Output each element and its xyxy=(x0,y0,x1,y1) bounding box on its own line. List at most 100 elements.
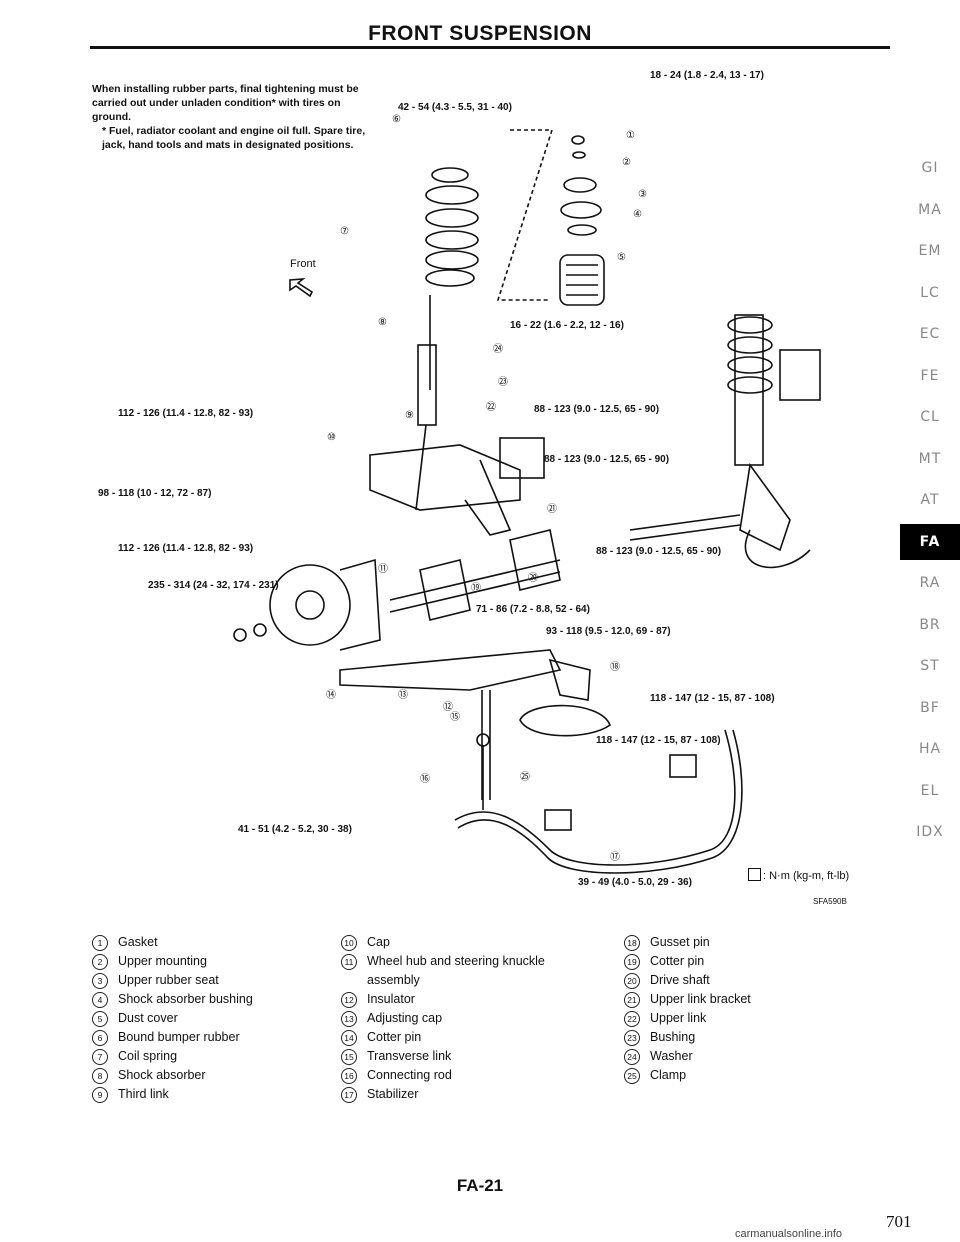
legend-number: 1 xyxy=(92,935,108,951)
section-tab-br[interactable]: BR xyxy=(919,616,941,633)
legend-item: 2 Upper mounting xyxy=(92,952,318,971)
suspension-diagram: ① ② ③ ④ ⑤ ⑥ ⑦ ⑧ ⑨ ⑩ ⑪ ⑫ ⑬ ⑭ ⑮ ⑯ ⑰ ⑱ ⑲ ⑳ … xyxy=(233,114,821,874)
page-code: FA-21 xyxy=(456,1176,504,1195)
legend-number: 5 xyxy=(92,1011,108,1027)
torque-spec: 118 - 147 (12 - 15, 87 - 108) xyxy=(650,693,775,704)
torque-spec: 71 - 86 (7.2 - 8.8, 52 - 64) xyxy=(476,604,590,615)
torque-spec: 88 - 123 (9.0 - 12.5, 65 - 90) xyxy=(596,546,722,557)
legend-number: 12 xyxy=(341,992,357,1008)
torque-spec: 88 - 123 (9.0 - 12.5, 65 - 90) xyxy=(544,454,670,465)
section-tab-lc[interactable]: LC xyxy=(920,284,940,301)
torque-spec: 112 - 126 (11.4 - 12.8, 82 - 93) xyxy=(118,408,254,419)
upper-link-drawing xyxy=(369,437,545,536)
svg-text:⑤: ⑤ xyxy=(617,252,626,263)
svg-text:⑪: ⑪ xyxy=(378,563,388,575)
section-tab-mt[interactable]: MT xyxy=(918,450,942,467)
svg-text:⑭: ⑭ xyxy=(326,689,336,701)
legend-label: Coil spring xyxy=(118,1049,178,1063)
section-tab-ma[interactable]: MA xyxy=(918,201,942,218)
legend-label: Insulator xyxy=(367,992,415,1006)
legend-number: 22 xyxy=(624,1011,640,1027)
legend-item: 22 Upper link xyxy=(624,1009,850,1028)
svg-text:㉑: ㉑ xyxy=(547,503,557,515)
legend-label: Shock absorber xyxy=(118,1068,206,1082)
legend-label: Upper link xyxy=(650,1011,707,1025)
note-line-1: When installing rubber parts, final tigh… xyxy=(92,83,359,123)
section-tab-fa[interactable]: FA xyxy=(900,523,960,560)
section-tab-em[interactable]: EM xyxy=(918,243,942,259)
strut-assembly-drawing xyxy=(629,314,821,569)
torque-spec: 98 - 118 (10 - 12, 72 - 87) xyxy=(98,488,212,499)
legend-item: 12 Insulator xyxy=(341,990,567,1009)
svg-text:㉓: ㉓ xyxy=(498,376,508,388)
torque-spec: 42 - 54 (4.3 - 5.5, 31 - 40) xyxy=(398,102,512,113)
legend-number: 17 xyxy=(341,1087,357,1103)
torque-spec: 88 - 123 (9.0 - 12.5, 65 - 90) xyxy=(534,404,660,415)
front-label: Front xyxy=(290,258,316,270)
wheel-hub-drawing xyxy=(233,558,381,651)
legend-label: Bushing xyxy=(650,1030,696,1044)
section-tab-gi[interactable]: GI xyxy=(921,160,939,176)
section-tab-ha[interactable]: HA xyxy=(918,741,942,757)
legend-number: 21 xyxy=(624,992,640,1008)
wrench-icon xyxy=(748,868,761,881)
svg-text:⑰: ⑰ xyxy=(610,851,620,863)
legend-label: Gusset pin xyxy=(650,935,710,949)
section-index: GI MA EM LC EC FE CL MT AT FA RA BR ST BF HA EL IDX xyxy=(900,150,960,856)
svg-text:㉕: ㉕ xyxy=(520,771,530,783)
svg-text:⑯: ⑯ xyxy=(420,773,430,785)
legend-label: Cotter pin xyxy=(367,1030,422,1044)
legend-number: 18 xyxy=(624,935,640,951)
legend-number: 2 xyxy=(92,954,108,970)
svg-text:③: ③ xyxy=(638,189,647,200)
legend-number: 3 xyxy=(92,973,108,989)
legend-number: 11 xyxy=(341,954,357,970)
section-tab-at[interactable]: AT xyxy=(920,492,940,508)
svg-text:㉒: ㉒ xyxy=(486,401,496,413)
page-title: FRONT SUSPENSION xyxy=(368,22,592,45)
section-tab-fe[interactable]: FE xyxy=(920,367,940,384)
section-tab-ra[interactable]: RA xyxy=(919,575,941,591)
svg-text:㉔: ㉔ xyxy=(493,343,503,355)
legend-label: Adjusting cap xyxy=(367,1011,443,1025)
svg-text:④: ④ xyxy=(633,209,642,220)
section-tab-bf[interactable]: BF xyxy=(920,699,940,716)
page-number: 701 xyxy=(886,1212,912,1231)
transverse-link-drawing xyxy=(339,649,611,800)
legend-number: 19 xyxy=(624,954,640,970)
svg-text:⑨: ⑨ xyxy=(405,410,414,421)
legend-number: 15 xyxy=(341,1049,357,1065)
section-tab-st[interactable]: ST xyxy=(920,658,940,674)
svg-text:⑫: ⑫ xyxy=(443,701,453,713)
section-tab-cl[interactable]: CL xyxy=(920,409,940,425)
legend-label: Wheel hub and steering knuckle assembly xyxy=(367,954,545,987)
svg-text:⑱: ⑱ xyxy=(610,661,620,673)
svg-text:⑳: ⑳ xyxy=(528,572,538,584)
torque-spec: 112 - 126 (11.4 - 12.8, 82 - 93) xyxy=(118,543,254,554)
section-tab-ec[interactable]: EC xyxy=(919,326,941,342)
svg-text:⑥: ⑥ xyxy=(392,114,401,125)
section-tab-el[interactable]: EL xyxy=(920,782,940,799)
section-tab-idx[interactable]: IDX xyxy=(916,824,944,840)
legend-label: Upper mounting xyxy=(118,954,207,968)
drive-shaft-drawing xyxy=(389,529,561,621)
legend-label: Cap xyxy=(367,935,390,949)
installation-note: When installing rubber parts, final tigh… xyxy=(92,82,382,152)
